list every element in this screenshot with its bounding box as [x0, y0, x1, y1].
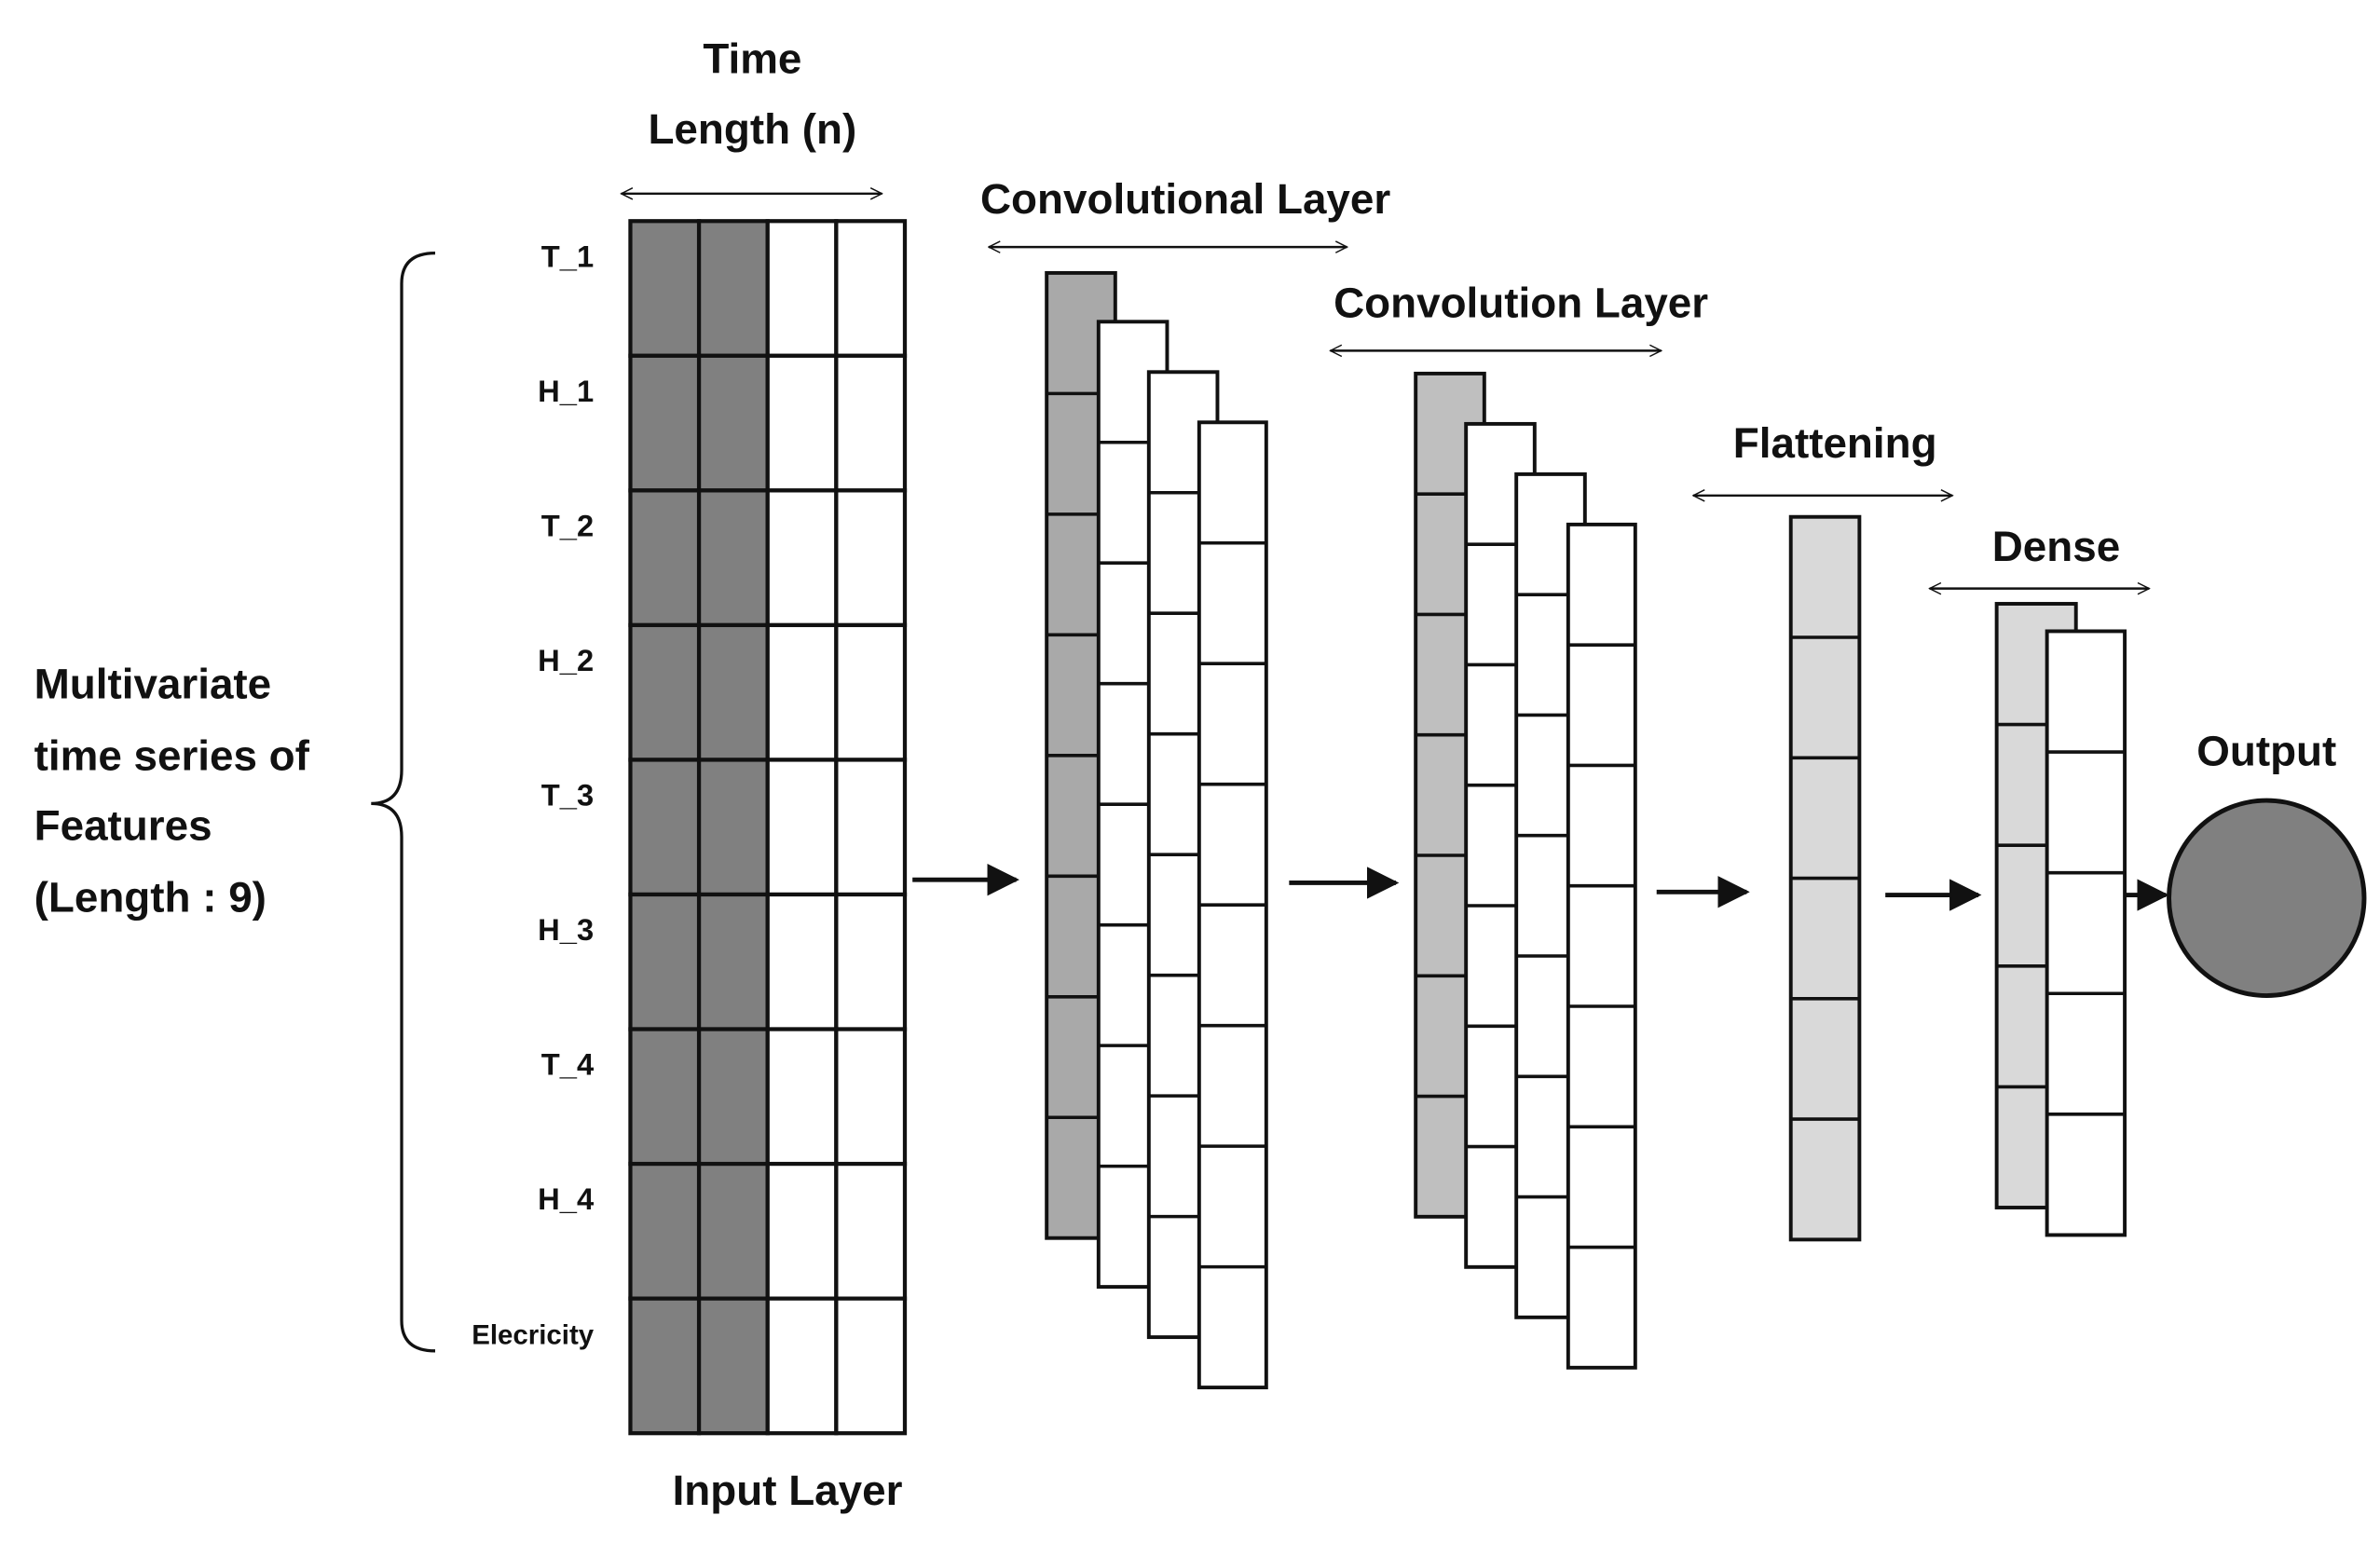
input-cell [765, 1296, 839, 1436]
feature-label: H_4 [538, 1181, 595, 1216]
dense-front [2045, 629, 2127, 1237]
input-cell [834, 1296, 908, 1436]
convolution-layer-label: Convolution Layer [1334, 279, 1708, 326]
input-cell [696, 1296, 770, 1436]
input-layer-label: Input Layer [673, 1467, 903, 1514]
input-cell [834, 219, 908, 358]
input-cell [765, 488, 839, 628]
input-cell [765, 622, 839, 762]
input-cell [765, 1161, 839, 1301]
input-cell [834, 622, 908, 762]
input-cell [696, 488, 770, 628]
input-cell [696, 1027, 770, 1167]
feature-label: T_3 [541, 778, 594, 812]
input-cell [765, 892, 839, 1031]
input-cell [696, 892, 770, 1031]
input-cell [628, 758, 702, 897]
left-curly-brace-icon [371, 252, 436, 1353]
input-cell [696, 1161, 770, 1301]
input-cell [765, 219, 839, 358]
input-layer-grid [628, 219, 908, 1436]
time-length-label-line1: Time [703, 35, 801, 83]
output-label: Output [2196, 727, 2336, 774]
input-cell [834, 488, 908, 628]
feature-label: T_4 [541, 1047, 595, 1082]
time-length-label-line2: Length (n) [648, 105, 856, 153]
convolutional-layer-label: Convolutional Layer [980, 175, 1390, 223]
feature-label: T_2 [541, 509, 594, 543]
conv2-filter-4 [1566, 522, 1637, 1370]
feature-label: Elecricity [472, 1320, 595, 1351]
input-cell [696, 219, 770, 358]
features-description-line4: (Length : 9) [34, 874, 267, 922]
input-cell [834, 1027, 908, 1167]
features-description-line3: Features [34, 802, 212, 850]
convolution-layer-stack [1414, 371, 1637, 1370]
features-description-line1: Multivariate [34, 660, 271, 707]
input-cell [834, 1161, 908, 1301]
input-cell [765, 353, 839, 493]
input-cell [628, 1296, 702, 1436]
feature-label: T_1 [541, 239, 594, 274]
convolutional-layer-stack [1045, 270, 1268, 1390]
dense-layer-stack [1994, 602, 2127, 1237]
feature-label: H_2 [538, 643, 594, 677]
input-cell [628, 1027, 702, 1167]
input-cell [765, 1027, 839, 1167]
feature-label: H_3 [538, 912, 594, 947]
input-cell [628, 892, 702, 1031]
input-cell [834, 353, 908, 493]
input-cell [628, 219, 702, 358]
input-cell [696, 758, 770, 897]
conv1-filter-4 [1197, 420, 1268, 1390]
flattening-column [1788, 514, 1862, 1242]
input-cell [834, 758, 908, 897]
input-cell [628, 1161, 702, 1301]
flattening-label: Flattening [1733, 419, 1937, 467]
conv2-filter-4-outline [1566, 522, 1637, 1370]
features-description-line2: time series of [34, 731, 310, 779]
input-cell [696, 622, 770, 762]
dense-front-outline [2045, 629, 2127, 1237]
input-cell [834, 892, 908, 1031]
input-cell [628, 488, 702, 628]
flatten-vector [1788, 514, 1862, 1242]
output-node-circle [2167, 798, 2367, 998]
dense-label: Dense [1992, 523, 2120, 570]
input-cell [765, 758, 839, 897]
input-cell [696, 353, 770, 493]
input-cell [628, 622, 702, 762]
feature-label: H_1 [538, 374, 594, 408]
input-cell [628, 353, 702, 493]
